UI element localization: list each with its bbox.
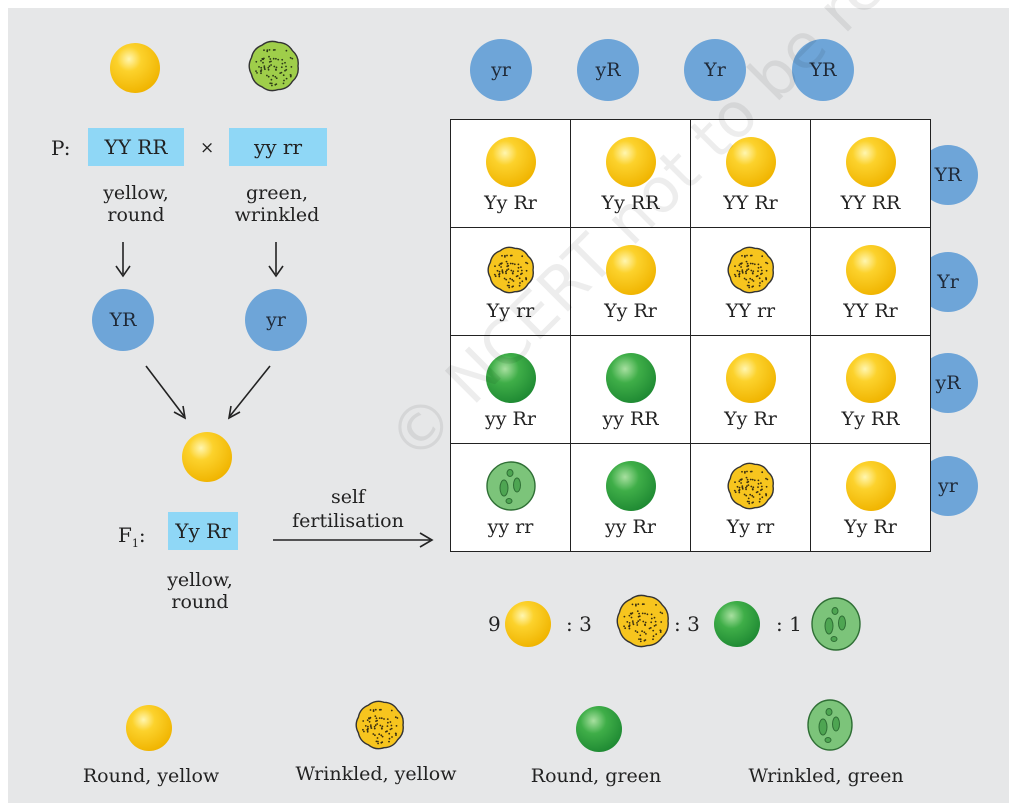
parent2-description-line2: wrinkled [234, 204, 320, 226]
round-yellow-pea-icon [726, 353, 776, 403]
round-green-pea-icon [606, 461, 656, 511]
round-green-pea-icon [486, 353, 536, 403]
legend-round-yellow-pea-icon [126, 705, 172, 751]
cell-genotype: Yy rr [486, 300, 535, 322]
cell-genotype: yy Rr [605, 516, 656, 538]
legend-round-green-pea-icon [576, 706, 622, 752]
ratio-round-yellow-pea-icon [505, 601, 551, 647]
top-gamete-3: Yr [684, 39, 746, 101]
top-gamete-4: YR [792, 39, 854, 101]
punnett-cell: Yy rr [691, 444, 811, 552]
punnett-cell: yy RR [571, 336, 691, 444]
wrinkled-yellow-pea-icon [727, 246, 774, 294]
punnett-cell: yy Rr [571, 444, 691, 552]
round-yellow-pea-icon [726, 137, 776, 187]
legend-label-wrinkled-green: Wrinkled, green [748, 765, 904, 787]
punnett-cell: YY Rr [691, 120, 811, 228]
punnett-cell: YY rr [691, 228, 811, 336]
punnett-cell: Yy Rr [451, 120, 571, 228]
punnett-cell: yy rr [451, 444, 571, 552]
dihybrid-cross-diagram: P: YY RR × yy rr yellow, round green, wr… [8, 0, 1017, 803]
ratio-separator-2: : 3 [674, 612, 700, 636]
cell-genotype: YY Rr [723, 192, 778, 214]
round-green-pea-icon [606, 353, 656, 403]
cell-genotype: yy RR [602, 408, 659, 430]
cell-genotype: yy rr [487, 516, 534, 538]
wrinkled-yellow-pea-icon [727, 462, 774, 510]
ratio-count-round-yellow: 9 [488, 612, 501, 636]
parent2-gamete: yr [245, 289, 307, 351]
parent1-gamete: YR [92, 289, 154, 351]
parent2-description-line1: green, [245, 182, 309, 204]
parent-label: P: [51, 136, 71, 160]
punnett-cell: Yy Rr [811, 444, 931, 552]
punnett-cell: yy Rr [451, 336, 571, 444]
cross-symbol: × [200, 138, 215, 158]
cell-genotype: Yy RR [601, 192, 660, 214]
f1-label-main: F [118, 523, 132, 547]
cell-genotype: Yy Rr [724, 408, 777, 430]
cell-genotype: YY Rr [843, 300, 898, 322]
round-yellow-pea-icon [846, 353, 896, 403]
ratio-wrinkled-yellow-pea-icon [616, 594, 669, 648]
f1-description-line1: yellow, [167, 569, 233, 591]
cross-arrows [115, 242, 434, 548]
top-gamete-2: yR [577, 39, 639, 101]
round-yellow-pea-icon [846, 245, 896, 295]
f1-label-colon: : [138, 523, 146, 547]
legend-label-round-green: Round, green [530, 765, 662, 787]
punnett-cell: Yy Rr [571, 228, 691, 336]
round-yellow-pea-icon [846, 137, 896, 187]
parent1-description-line2: round [107, 204, 165, 226]
f1-label-subscript: 1 [131, 537, 139, 550]
self-fertilisation-line1: self [330, 486, 366, 508]
cell-genotype: yy Rr [485, 408, 536, 430]
top-gamete-1: yr [470, 39, 532, 101]
cell-genotype: Yy Rr [484, 192, 537, 214]
parent1-description-line1: yellow, [103, 182, 169, 204]
cell-genotype: Yy Rr [844, 516, 897, 538]
round-yellow-pea-icon [606, 137, 656, 187]
round-yellow-pea-icon [846, 461, 896, 511]
f1-label: F1: [118, 524, 146, 550]
legend-wrinkled-yellow-pea-icon [355, 700, 404, 750]
punnett-cell: Yy rr [451, 228, 571, 336]
punnett-cell: YY RR [811, 120, 931, 228]
wrinkled-green-pea-icon [486, 461, 536, 511]
cell-genotype: YY RR [840, 192, 901, 214]
parent1-genotype-box: YY RR [88, 128, 184, 166]
f1-description-line2: round [171, 591, 229, 613]
legend-label-wrinkled-yellow: Wrinkled, yellow [295, 763, 457, 785]
round-yellow-pea-icon [606, 245, 656, 295]
cell-genotype: Yy rr [726, 516, 775, 538]
f1-genotype-box: Yy Rr [168, 512, 238, 550]
ratio-wrinkled-green-pea-icon [811, 597, 861, 651]
self-fertilisation-line2: fertilisation [292, 510, 404, 532]
parent2-genotype-box: yy rr [229, 128, 327, 166]
legend-wrinkled-green-pea-icon [807, 699, 853, 751]
cell-genotype: YY rr [725, 300, 776, 322]
cell-genotype: Yy Rr [604, 300, 657, 322]
punnett-cell: Yy RR [811, 336, 931, 444]
ratio-round-green-pea-icon [714, 601, 760, 647]
wrinkled-green-pea-icon [248, 40, 299, 92]
punnett-cell: Yy RR [571, 120, 691, 228]
punnett-cell: YY Rr [811, 228, 931, 336]
punnett-cell: Yy Rr [691, 336, 811, 444]
punnett-square: Yy Rr Yy RR YY Rr YY RR Yy rr Yy Rr YY r… [450, 119, 931, 552]
f1-round-yellow-pea-icon [182, 432, 232, 482]
legend-label-round-yellow: Round, yellow [82, 765, 220, 787]
wrinkled-yellow-pea-icon [487, 246, 534, 294]
ratio-separator-1: : 3 [566, 612, 592, 636]
round-yellow-pea-icon [486, 137, 536, 187]
round-yellow-pea-icon [110, 43, 160, 93]
cell-genotype: Yy RR [841, 408, 900, 430]
ratio-separator-3: : 1 [776, 612, 802, 636]
